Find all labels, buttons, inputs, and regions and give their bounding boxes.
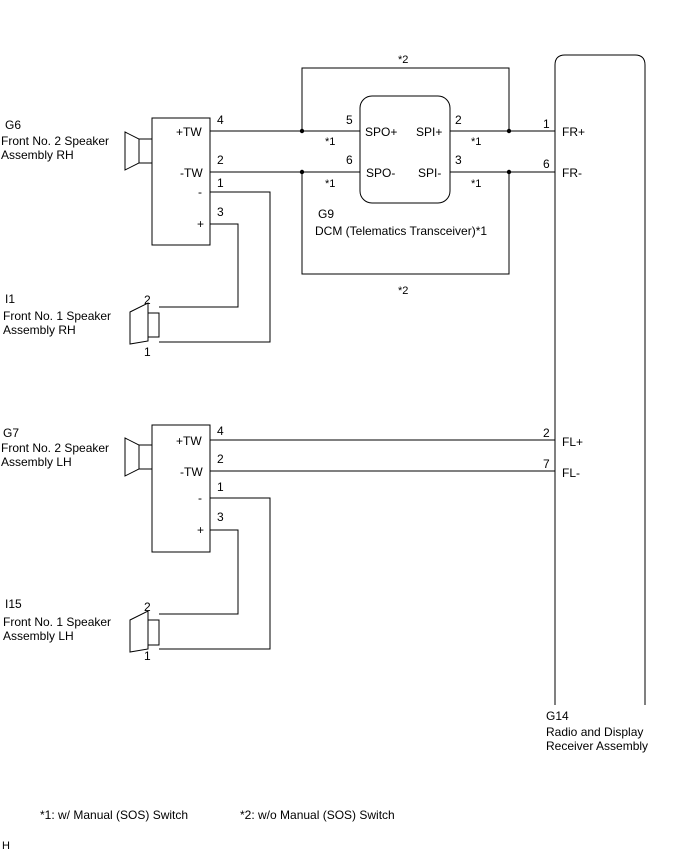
g7-terminal-tw-plus: +TW [176, 434, 202, 448]
g6-terminal-tw-plus: +TW [176, 125, 202, 139]
g6-terminal-plus: + [197, 217, 204, 231]
marker-star1-spi-plus: *1 [471, 136, 481, 148]
i1-pin-1: 1 [144, 345, 151, 359]
splice-dot [299, 169, 305, 175]
g7-pin-1: 1 [217, 480, 224, 494]
g6-pin-3: 3 [217, 205, 224, 219]
splice-dot [299, 128, 305, 134]
marker-star2-top: *2 [398, 54, 408, 66]
wire-g7-minus-i15 [159, 497, 271, 650]
marker-star1-spi-minus: *1 [471, 178, 481, 190]
g7-code: G7 [3, 426, 19, 440]
radio-pin-fl-minus: 7 [543, 457, 550, 471]
note-star1: *1: w/ Manual (SOS) Switch [40, 808, 188, 822]
g7-name-line2: Assembly LH [1, 455, 72, 469]
i15-name-line2: Assembly LH [3, 629, 74, 643]
dcm-terminal-spi-plus: SPI+ [416, 125, 442, 139]
g6-name-line1: Front No. 2 Speaker [1, 134, 109, 148]
g6-terminal-minus: - [198, 185, 202, 199]
i15-code: I15 [5, 597, 22, 611]
i1-name-line2: Assembly RH [3, 323, 76, 337]
i15-pin-2: 2 [144, 600, 151, 614]
dcm-code: G9 [318, 207, 334, 221]
radio-code: G14 [546, 709, 569, 723]
radio-name-line1: Radio and Display [546, 725, 643, 739]
dcm-pin-6: 6 [346, 153, 353, 167]
radio-name-line2: Receiver Assembly [546, 739, 648, 753]
g7-terminal-minus: - [198, 491, 202, 505]
i1-pin-2: 2 [144, 293, 151, 307]
radio-receiver-box [554, 54, 646, 705]
speaker-icon [129, 302, 160, 345]
speaker-icon [124, 131, 153, 171]
bypass-wire-upper [301, 67, 510, 131]
speaker-icon [124, 437, 153, 477]
g7-pin-2: 2 [217, 452, 224, 466]
g6-pin-2: 2 [217, 153, 224, 167]
wire-g7-plus-i15 [159, 529, 239, 615]
dcm-terminal-spo-minus: SPO- [366, 166, 395, 180]
i15-name-line1: Front No. 1 Speaker [3, 615, 111, 629]
dcm-pin-2: 2 [455, 113, 462, 127]
dcm-terminal-spo-plus: SPO+ [365, 125, 397, 139]
g6-pin-4: 4 [217, 113, 224, 127]
radio-terminal-fl-minus: FL- [562, 466, 580, 480]
note-star2: *2: w/o Manual (SOS) Switch [240, 808, 395, 822]
g7-pin-3: 3 [217, 510, 224, 524]
g7-pin-4: 4 [217, 424, 224, 438]
dcm-name: DCM (Telematics Transceiver)*1 [315, 224, 487, 238]
radio-pin-fr-minus: 6 [543, 157, 550, 171]
g7-name-line1: Front No. 2 Speaker [1, 441, 109, 455]
speaker-icon [129, 610, 160, 653]
splice-dot [506, 128, 512, 134]
wire-g6-minus-i1 [159, 191, 271, 343]
radio-terminal-fr-plus: FR+ [562, 125, 585, 139]
g7-terminal-tw-minus: -TW [180, 465, 203, 479]
radio-terminal-fl-plus: FL+ [562, 435, 583, 449]
splice-dot [506, 169, 512, 175]
marker-star2-bottom: *2 [398, 285, 408, 297]
dcm-terminal-spi-minus: SPI- [418, 166, 441, 180]
i15-pin-1: 1 [144, 649, 151, 663]
radio-pin-fl-plus: 2 [543, 426, 550, 440]
dcm-pin-3: 3 [455, 153, 462, 167]
i1-name-line1: Front No. 1 Speaker [3, 309, 111, 323]
i1-code: I1 [5, 292, 15, 306]
g7-terminal-plus: + [197, 523, 204, 537]
wire-g6-plus-i1 [159, 223, 239, 308]
g7-box [151, 424, 211, 553]
corner-label: H [2, 840, 10, 852]
g6-terminal-tw-minus: -TW [180, 166, 203, 180]
radio-pin-fr-plus: 1 [543, 117, 550, 131]
g6-name-line2: Assembly RH [1, 148, 74, 162]
dcm-pin-5: 5 [346, 113, 353, 127]
marker-star1-spo-plus: *1 [325, 136, 335, 148]
g6-code: G6 [5, 118, 21, 132]
bypass-wire-lower [301, 172, 510, 275]
g6-box [151, 117, 211, 246]
marker-star1-spo-minus: *1 [325, 178, 335, 190]
dcm-box [359, 95, 451, 204]
g6-pin-1: 1 [217, 176, 224, 190]
radio-terminal-fr-minus: FR- [562, 166, 582, 180]
